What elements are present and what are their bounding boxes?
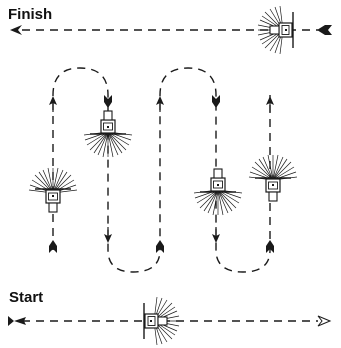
sprayer-vehicle-lane1 — [28, 167, 78, 213]
finish-feather-icon — [317, 25, 332, 35]
serpentine-path — [52, 67, 271, 273]
start-label: Start — [9, 289, 44, 306]
sprayer-vehicle-lane4 — [193, 168, 243, 216]
finish-label: Finish — [8, 6, 53, 23]
finish-arrow-icon — [10, 25, 22, 35]
lane-arrow-icon — [48, 95, 275, 253]
sprayer-vehicle-lane5 — [248, 154, 298, 202]
sprayer-vehicle-lane2 — [83, 110, 133, 158]
sprayer-vehicle-start — [143, 296, 180, 346]
start-arrow-icon — [317, 315, 332, 327]
start-feather-icon — [8, 316, 26, 326]
sprayer-vehicle-finish — [257, 5, 294, 55]
